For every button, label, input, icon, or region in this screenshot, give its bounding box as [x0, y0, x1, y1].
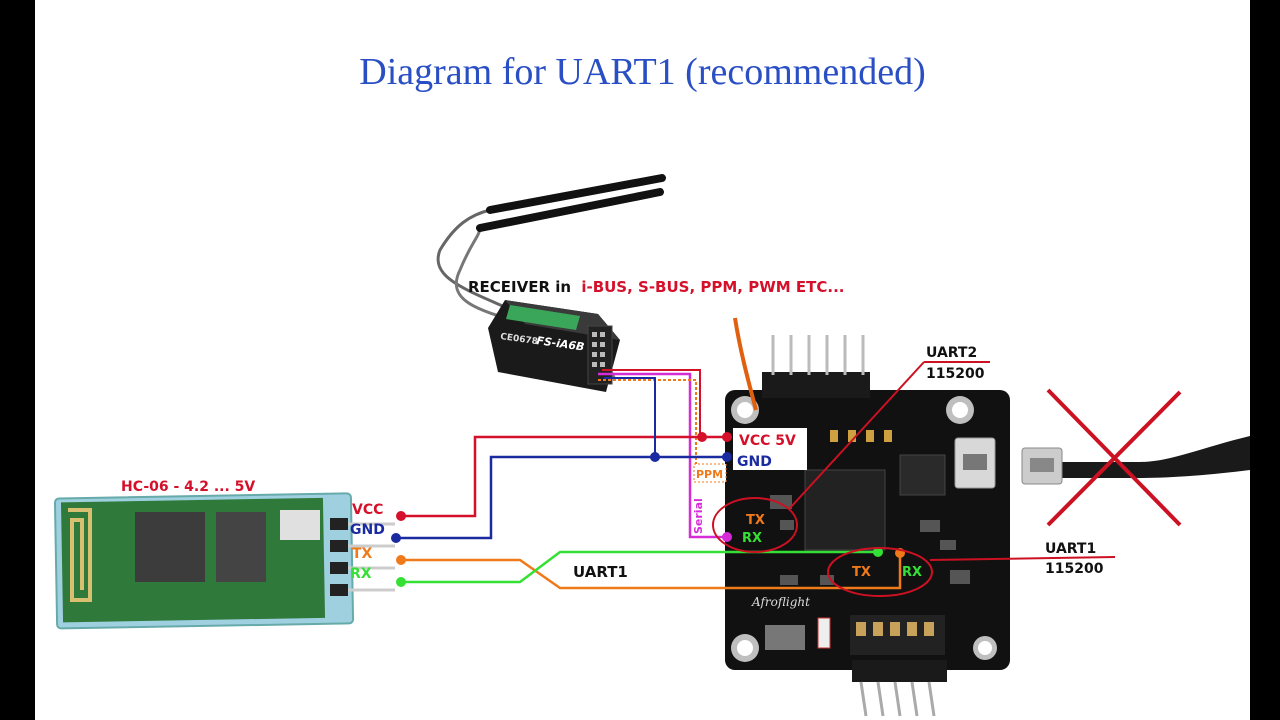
wire-serial: [598, 372, 727, 539]
hc06-label: HC-06 - 4.2 ... 5V: [121, 479, 255, 495]
board-brand: Afroflight: [751, 595, 810, 609]
wire-gnd: [396, 455, 727, 540]
uart2-pin-rx: RX: [742, 531, 762, 546]
uart1-pin-rx: RX: [902, 565, 922, 580]
fc-pin-vcc: VCC 5V: [739, 433, 796, 449]
power-label-box: [733, 428, 807, 470]
hc06-pin-gnd: GND: [350, 522, 385, 538]
uart1-cross-label: UART1: [573, 563, 628, 581]
hc06-module: [53, 492, 395, 630]
slide: Diagram for UART1 (recommended) FS-iA6B …: [35, 0, 1250, 720]
top-pin-header: [762, 335, 870, 398]
usb-cable-crossed: [1021, 388, 1250, 527]
uart2-label: UART2: [926, 345, 977, 361]
hc06-pin-vcc: VCC: [352, 502, 383, 518]
uart2-highlight: [712, 497, 798, 553]
hc06-pin-tx: TX: [352, 546, 373, 562]
wire-gnd-receiver: [604, 377, 656, 457]
receiver-caption-protocols: i-BUS, S-BUS, PPM, PWM ETC...: [581, 278, 844, 296]
uart1-highlight: [827, 547, 933, 597]
bottom-pin-header: [850, 615, 947, 717]
wires: [396, 369, 902, 590]
uart2-pointer: [789, 361, 925, 509]
wire-vcc: [401, 435, 727, 518]
wire-endpoints: [391, 432, 905, 587]
receiver-caption-prefix: RECEIVER in: [468, 278, 571, 296]
uart2-baud: 115200: [926, 366, 985, 382]
uart1-pin-tx: TX: [852, 565, 871, 580]
uart1-baud: 115200: [1045, 561, 1104, 577]
diagram-title: Diagram for UART1 (recommended): [359, 51, 926, 93]
wire-rx: [401, 550, 878, 584]
ppm-label: PPM: [696, 468, 723, 481]
serial-label: Serial: [692, 498, 705, 534]
uart1-pointer: [929, 556, 1116, 561]
receiver: FS-iA6B CE0678: [488, 300, 620, 392]
wire-ppm: [598, 379, 727, 481]
wiring-diagram: FS-iA6B CE0678 RECEIVER in i-BUS, S-BUS,…: [53, 174, 1250, 717]
hc06-pin-rx: RX: [350, 566, 372, 582]
uart1-label: UART1: [1045, 541, 1096, 557]
uart2-pin-tx: TX: [746, 513, 765, 528]
wire-tx: [401, 553, 902, 590]
fc-pin-gnd: GND: [737, 454, 772, 470]
receiver-caption: RECEIVER in i-BUS, S-BUS, PPM, PWM ETC..…: [468, 278, 845, 296]
wire-vcc-receiver: [602, 369, 701, 437]
